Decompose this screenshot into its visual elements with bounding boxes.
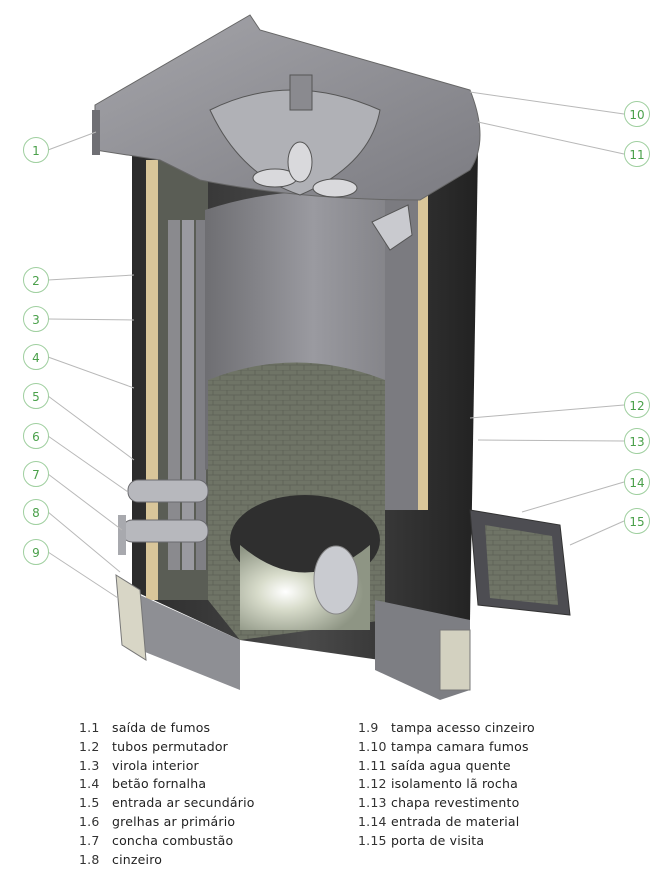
legend-item: 1.8 cinzeiro <box>79 852 255 871</box>
legend-num: 1.6 <box>79 813 100 829</box>
legend-num: 1.10 <box>358 738 387 754</box>
ash-drawer <box>140 595 240 690</box>
callout-4: 4 <box>23 344 49 370</box>
callout-10: 10 <box>624 101 650 127</box>
legend-label: virola interior <box>112 757 199 773</box>
boiler-illustration <box>47 14 625 700</box>
legend-label: chapa revestimento <box>391 795 520 811</box>
insulation-right <box>418 190 428 510</box>
legend-item: 1.7 concha combustão <box>79 833 255 852</box>
callout-1: 1 <box>23 137 49 163</box>
flue-outlet <box>289 74 313 111</box>
callout-13: 13 <box>624 428 650 454</box>
smoke-chamber-plate <box>209 89 381 196</box>
legend-label: concha combustão <box>112 832 234 848</box>
inner-wall-right <box>385 200 418 510</box>
legend-label: isolamento lã rocha <box>391 776 518 792</box>
callout-9: 9 <box>23 539 49 565</box>
legend-num: 1.5 <box>79 795 100 811</box>
callout-6: 6 <box>23 423 49 449</box>
hot-water-outlet <box>371 204 413 251</box>
legend-num: 1.3 <box>79 757 100 773</box>
legend-item: 1.3 virola interior <box>79 758 255 777</box>
callout-3: 3 <box>23 306 49 332</box>
legend-label: entrada ar secundário <box>112 795 255 811</box>
callout-8: 8 <box>23 499 49 525</box>
boiler-cutaway-diagram: 1 2 3 4 5 6 7 8 9 10 11 12 13 14 15 <box>23 14 650 700</box>
callout-15: 15 <box>624 508 650 534</box>
legend-item: 1.6 grelhas ar primário <box>79 814 255 833</box>
callout-2: 2 <box>23 267 49 293</box>
secondary-air-nozzle <box>313 545 359 615</box>
callout-14: 14 <box>624 469 650 495</box>
legend-left: 1.1 saída de fumos 1.2 tubos permutador 1.… <box>79 720 255 870</box>
legend-label: tampa camara fumos <box>391 738 529 754</box>
exchanger-tubes <box>168 220 206 570</box>
legend-num: 1.1 <box>79 720 100 735</box>
leader-lines <box>47 91 625 599</box>
legend-item: 1.1 saída de fumos <box>79 720 255 739</box>
legend-item: 1.4 betão fornalha <box>79 776 255 795</box>
legend-label: tubos permutador <box>112 738 229 754</box>
legend-label: saída agua quente <box>391 757 511 773</box>
legend-label: saída de fumos <box>112 720 211 735</box>
legend-num: 1.4 <box>79 776 100 792</box>
legend-num: 1.13 <box>358 795 387 811</box>
ash-door <box>115 574 147 661</box>
legend-label: tampa acesso cinzeiro <box>391 720 535 735</box>
callout-12: 12 <box>624 392 650 418</box>
legend-item: 1.9 tampa acesso cinzeiro <box>358 720 535 739</box>
legend-num: 1.15 <box>358 832 387 848</box>
legend-label: cinzeiro <box>112 851 163 867</box>
callout-11: 11 <box>624 141 650 167</box>
legend-num: 1.8 <box>79 851 100 867</box>
callout-5: 5 <box>23 383 49 409</box>
legend-item: 1.5 entrada ar secundário <box>79 795 255 814</box>
legend-num: 1.11 <box>358 757 387 773</box>
secondary-air-pipes <box>118 479 209 555</box>
legend-label: betão fornalha <box>112 776 207 792</box>
legend-label: porta de visita <box>391 832 485 848</box>
legend-item: 1.2 tubos permutador <box>79 739 255 758</box>
legend-num: 1.7 <box>79 832 100 848</box>
legend-label: grelhas ar primário <box>112 813 236 829</box>
inspection-door <box>439 629 471 691</box>
legend-label: entrada de material <box>391 813 520 829</box>
legend-num: 1.2 <box>79 738 100 754</box>
loading-door <box>485 525 558 605</box>
legend-num: 1.12 <box>358 776 387 792</box>
callout-7: 7 <box>23 461 49 487</box>
legend-num: 1.14 <box>358 813 387 829</box>
legend-num: 1.9 <box>358 720 379 735</box>
